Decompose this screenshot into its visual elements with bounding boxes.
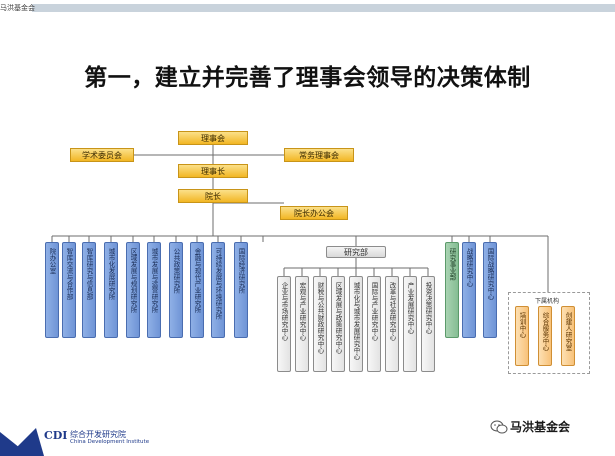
column-label: 公共政策研究所: [172, 248, 180, 294]
column-label: 战略研究中心: [465, 248, 473, 287]
sub-org-group: [508, 292, 590, 374]
left-column-10: 国际经济研究所: [234, 242, 248, 338]
column-label: 创建人研究室: [564, 312, 572, 351]
research-column-6: 国际与产业研究中心: [367, 276, 381, 372]
left-column-5: 区域发展与规划研究所: [126, 242, 140, 338]
column-label: 综合服务中心: [541, 312, 549, 351]
column-label: 培训中心: [518, 312, 526, 338]
column-label: 国际战略研究中心: [486, 248, 494, 300]
sub-org-column-3: 创建人研究室: [561, 306, 575, 366]
column-label: 区域发展与规划研究所: [129, 248, 137, 313]
footer-decoration: [0, 428, 44, 456]
column-label: 区域发展与政策研究中心: [334, 282, 342, 354]
column-label: 国际与产业研究中心: [370, 282, 378, 341]
left-column-4: 城市化发展研究所: [104, 242, 118, 338]
sub-org-label: 下属机构: [535, 298, 560, 305]
research-column-2: 宏观与产业研究中心: [295, 276, 309, 372]
right-column-2: 国际战略研究中心: [483, 242, 497, 338]
president-office-meeting-box: 院长办公会: [280, 206, 348, 220]
standing-council-box: 常务理事会: [284, 148, 354, 162]
cdi-name-en: China Development Institute: [70, 439, 150, 445]
column-label: 投资决策研究中心: [424, 282, 432, 334]
footer: CDI 综合开发研究院 China Development Institute: [0, 420, 615, 456]
left-column-1: 院办公室: [45, 242, 59, 338]
corner-text: 马洪基金会: [0, 4, 35, 12]
top-bar-line: [32, 4, 615, 12]
column-label: 研究事业部: [448, 248, 456, 281]
council-box: 理事会: [178, 131, 248, 145]
column-label: 城市化与城市发展研究中心: [352, 282, 360, 360]
chair-box: 理事长: [178, 164, 248, 178]
column-label: 可持续发展与环境研究所: [214, 248, 222, 320]
left-column-3: 智库研究与信息部: [82, 242, 96, 338]
right-header-column: 研究事业部: [445, 242, 459, 338]
left-column-2: 智库交流与合作部: [62, 242, 76, 338]
top-bar: 马洪基金会: [0, 0, 615, 20]
column-label: 产业发展研究中心: [406, 282, 414, 334]
research-department-header: 研究部: [326, 246, 386, 258]
column-label: 改革与社会研究中心: [388, 282, 396, 341]
column-label: 宏观与产业研究中心: [298, 282, 306, 341]
column-label: 财税与公共财政研究中心: [316, 282, 324, 354]
research-column-8: 产业发展研究中心: [403, 276, 417, 372]
column-label: 国际经济研究所: [237, 248, 245, 294]
left-column-9: 可持续发展与环境研究所: [211, 242, 225, 338]
research-column-5: 城市化与城市发展研究中心: [349, 276, 363, 372]
research-column-1: 企业与市场研究中心: [277, 276, 291, 372]
right-column-1: 战略研究中心: [462, 242, 476, 338]
left-column-7: 公共政策研究所: [169, 242, 183, 338]
column-label: 智库研究与信息部: [85, 248, 93, 300]
column-label: 院办公室: [48, 248, 56, 274]
column-label: 金融与现代产业研究所: [193, 248, 201, 313]
research-column-3: 财税与公共财政研究中心: [313, 276, 327, 372]
slide-title: 第一，建立并完善了理事会领导的决策体制: [84, 65, 531, 91]
column-label: 企业与市场研究中心: [280, 282, 288, 341]
research-column-4: 区域发展与政策研究中心: [331, 276, 345, 372]
watermark: 马洪基金会: [510, 420, 571, 434]
cdi-logo: CDI: [44, 429, 68, 442]
left-column-8: 金融与现代产业研究所: [190, 242, 204, 338]
sub-org-column-2: 综合服务中心: [538, 306, 552, 366]
left-column-6: 城市发展与运营研究所: [147, 242, 161, 338]
president-box: 院长: [178, 189, 248, 203]
column-label: 城市化发展研究所: [107, 248, 115, 300]
research-column-7: 改革与社会研究中心: [385, 276, 399, 372]
academic-committee-box: 学术委员会: [70, 148, 134, 162]
wechat-icon: [490, 420, 508, 434]
research-column-9: 投资决策研究中心: [421, 276, 435, 372]
column-label: 智库交流与合作部: [65, 248, 73, 300]
cdi-name-cn: 综合开发研究院: [70, 430, 126, 439]
column-label: 城市发展与运营研究所: [150, 248, 158, 313]
sub-org-column-1: 培训中心: [515, 306, 529, 366]
